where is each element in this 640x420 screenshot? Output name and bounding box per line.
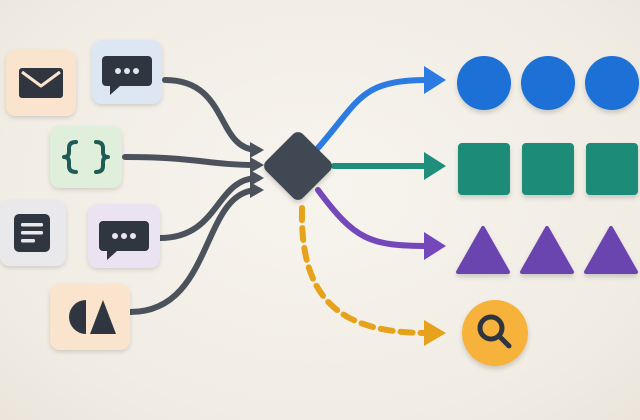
output-circle-1: [457, 56, 511, 110]
search-icon: [477, 314, 512, 349]
connector-to-circles: [315, 77, 431, 151]
chat-bubble-icon: [99, 221, 149, 260]
arrowhead-search: [424, 320, 446, 346]
curly-braces-icon: [62, 140, 110, 174]
input-tile-shapes: [50, 284, 130, 350]
output-arrowheads: [424, 66, 446, 346]
connector-to-search: [298, 205, 431, 336]
input-tile-chat-bottom: [88, 204, 160, 268]
arrowhead-in-1: [250, 142, 264, 158]
output-triangles: [456, 226, 638, 274]
output-circle-2: [521, 56, 575, 110]
arrowhead-circles: [424, 66, 446, 94]
output-square-1: [458, 143, 510, 195]
connector-code: [122, 154, 261, 168]
arrowhead-triangles: [424, 232, 446, 260]
output-connectors: [298, 77, 431, 336]
output-triangle-3: [584, 226, 638, 274]
chat-bubble-icon: [102, 56, 152, 95]
input-tile-chat-top: [92, 40, 162, 104]
output-circle-3: [585, 56, 639, 110]
shapes-icon: [69, 300, 116, 334]
input-tile-code: [50, 126, 122, 188]
arrowhead-in-4: [250, 182, 264, 198]
connector-chat-top: [162, 77, 261, 153]
output-square-2: [522, 143, 574, 195]
connector-to-triangles: [315, 187, 431, 249]
hub-diamond: [264, 132, 332, 200]
document-lines-icon: [14, 214, 50, 252]
arrowhead-in-2: [250, 157, 264, 173]
arrowhead-squares: [424, 152, 446, 180]
connector-shapes: [127, 187, 261, 315]
output-triangle-1: [456, 226, 510, 274]
output-circles: [457, 56, 639, 110]
input-tile-document: [0, 200, 66, 266]
output-triangle-2: [520, 226, 574, 274]
output-squares: [458, 143, 638, 195]
input-arrowheads: [250, 142, 264, 198]
input-connectors: [122, 77, 261, 315]
envelope-icon: [19, 68, 63, 98]
connector-chat-bottom: [157, 175, 261, 241]
input-tile-mail: [6, 50, 76, 116]
arrowhead-in-3: [250, 170, 264, 186]
output-square-3: [586, 143, 638, 195]
output-search: [462, 300, 528, 366]
